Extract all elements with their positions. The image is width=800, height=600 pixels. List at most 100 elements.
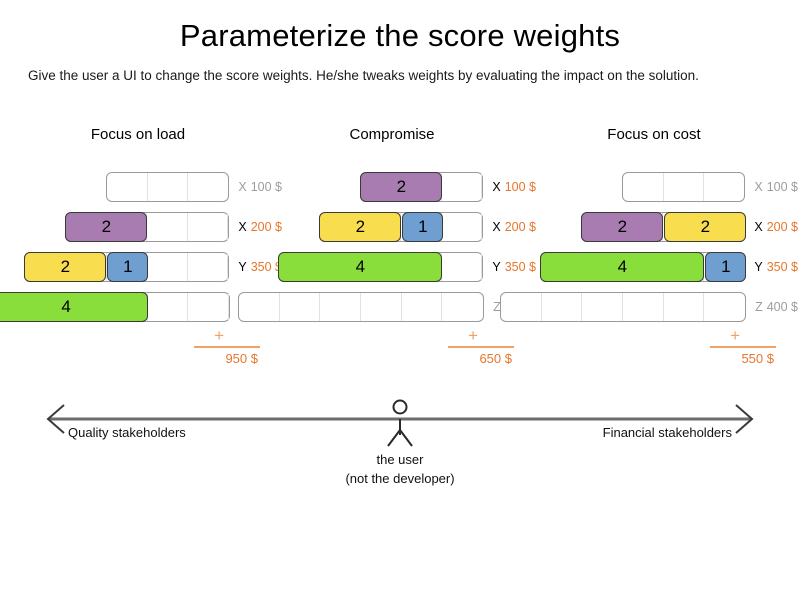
weight-segment[interactable]: 2 [65, 212, 148, 242]
track-cell[interactable] [239, 293, 280, 321]
weight-track[interactable]: 2 [65, 212, 230, 242]
track-cell[interactable] [280, 293, 321, 321]
column-title: Compromise [349, 126, 435, 143]
total-value: 550 $ [741, 351, 774, 366]
track-cell[interactable] [402, 293, 443, 321]
total-divider [710, 346, 776, 348]
track-cell[interactable] [442, 213, 483, 241]
row-key: X [754, 180, 763, 194]
weight-segment[interactable]: 2 [581, 212, 664, 242]
track-cell[interactable] [361, 293, 402, 321]
weight-segment[interactable]: 4 [278, 252, 443, 282]
track-cell[interactable] [704, 173, 744, 201]
track-cell[interactable] [442, 253, 483, 281]
track-cell[interactable] [66, 253, 107, 281]
weight-track[interactable] [238, 292, 485, 322]
row-value: 100 $ [766, 180, 798, 194]
weight-segment[interactable]: 4 [0, 292, 149, 322]
weight-segment[interactable]: 2 [360, 172, 443, 202]
column-total: +650 $ [270, 326, 536, 366]
total-value: 650 $ [479, 351, 512, 366]
track-cell[interactable] [188, 213, 229, 241]
column-title: Focus on load [90, 126, 186, 143]
row-value: 200 $ [250, 220, 282, 234]
row-key: Y [492, 260, 501, 274]
row-key: Z [755, 300, 763, 314]
track-cell[interactable] [188, 173, 228, 201]
weight-segment[interactable]: 1 [107, 252, 149, 282]
weight-track-wrap [500, 292, 747, 322]
weight-track[interactable] [106, 172, 230, 202]
track-cell[interactable] [542, 293, 583, 321]
track-cell[interactable] [442, 173, 483, 201]
weight-track[interactable] [622, 172, 746, 202]
track-cell[interactable] [188, 293, 230, 321]
row-value: 350 $ [250, 260, 282, 274]
track-cell[interactable] [582, 293, 624, 321]
plus-icon: + [214, 326, 224, 345]
track-cell[interactable] [664, 293, 705, 321]
weight-track[interactable]: 2 [360, 172, 484, 202]
track-cell[interactable] [147, 253, 188, 281]
plus-icon: + [468, 326, 478, 345]
page-title: Parameterize the score weights [179, 18, 621, 53]
plus-icon: + [730, 326, 740, 345]
row-key: X [754, 220, 763, 234]
weight-segment[interactable]: 1 [402, 212, 444, 242]
axis-right-label: Financial stakeholders [602, 425, 732, 440]
weight-track-wrap [622, 172, 746, 202]
track-cell[interactable] [623, 293, 664, 321]
track-cell[interactable] [623, 173, 664, 201]
weight-track[interactable]: 4 [278, 252, 484, 282]
total-divider [194, 346, 260, 348]
page-subtitle: Give the user a UI to change the score w… [28, 68, 699, 83]
track-cell[interactable] [501, 293, 542, 321]
weight-segments: 2 [65, 212, 148, 242]
row-key: Z [493, 300, 501, 314]
weight-track[interactable] [500, 292, 747, 322]
weight-segment[interactable]: 2 [664, 212, 747, 242]
track-cell[interactable] [320, 293, 362, 321]
row-key: X [238, 180, 247, 194]
track-cell[interactable] [147, 213, 188, 241]
weight-track[interactable]: 4 [0, 292, 231, 322]
weight-segment[interactable]: 4 [540, 252, 705, 282]
track-cell[interactable] [442, 293, 483, 321]
track-cell[interactable] [148, 293, 189, 321]
column-total: +950 $ [16, 326, 282, 366]
track-cell[interactable] [107, 173, 148, 201]
total-value: 950 $ [225, 351, 258, 366]
track-cell[interactable] [188, 253, 229, 281]
weight-segment[interactable]: 2 [24, 252, 107, 282]
weight-track-wrap: 4 [0, 292, 231, 322]
track-cell[interactable] [148, 173, 189, 201]
weight-segment[interactable]: 1 [705, 252, 747, 282]
axis-center-label: the user (not the developer) [0, 450, 800, 488]
row-key: X [238, 220, 247, 234]
track-cell[interactable] [704, 293, 745, 321]
row-key: Y [238, 260, 247, 274]
row-value: 350 $ [504, 260, 536, 274]
track-cell[interactable] [664, 173, 705, 201]
weight-segment[interactable]: 2 [319, 212, 402, 242]
